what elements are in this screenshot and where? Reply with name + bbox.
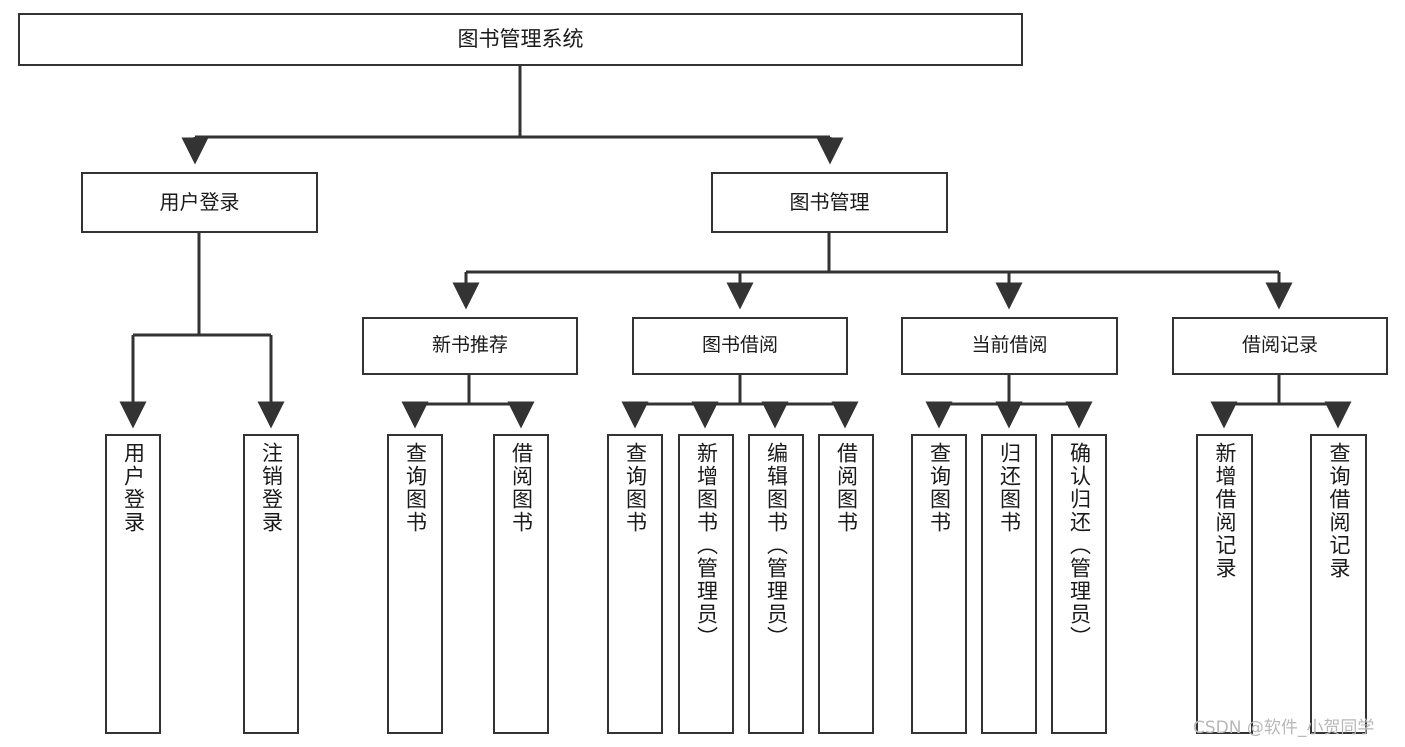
leaf-user-login-signout[interactable]: 注销登录: [243, 434, 299, 734]
node-current-borrow-label: 当前借阅: [971, 334, 1048, 357]
node-new-book-recommend[interactable]: 新书推荐: [362, 317, 578, 375]
node-book-borrow[interactable]: 图书借阅: [632, 317, 848, 375]
leaf-new-book-borrow-label: 借阅图书: [509, 442, 534, 534]
leaf-current-borrow-return[interactable]: 归还图书: [981, 434, 1037, 734]
leaf-book-borrow-add-label: 新增图书（管理员）: [694, 442, 719, 649]
node-borrow-record[interactable]: 借阅记录: [1172, 317, 1388, 375]
leaf-new-book-query-label: 查询图书: [403, 442, 428, 534]
leaf-user-login-signin-label: 用户登录: [121, 442, 146, 534]
leaf-new-book-borrow[interactable]: 借阅图书: [493, 434, 549, 734]
leaf-borrow-record-query[interactable]: 查询借阅记录: [1310, 434, 1367, 734]
node-user-login-label: 用户登录: [159, 190, 240, 215]
leaf-book-borrow-borrow-label: 借阅图书: [834, 442, 859, 534]
leaf-new-book-query[interactable]: 查询图书: [387, 434, 443, 734]
leaf-book-borrow-query-label: 查询图书: [623, 442, 648, 534]
node-borrow-record-label: 借阅记录: [1241, 334, 1318, 357]
node-book-management-label: 图书管理: [789, 190, 870, 215]
leaf-user-login-signin[interactable]: 用户登录: [105, 434, 161, 734]
leaf-book-borrow-edit-label: 编辑图书（管理员）: [764, 442, 789, 649]
leaf-borrow-record-add[interactable]: 新增借阅记录: [1196, 434, 1253, 734]
node-root-system[interactable]: 图书管理系统: [18, 13, 1023, 66]
leaf-current-borrow-confirm[interactable]: 确认归还（管理员）: [1051, 434, 1107, 734]
node-root-system-label: 图书管理系统: [457, 26, 584, 51]
leaf-book-borrow-query[interactable]: 查询图书: [607, 434, 663, 734]
leaf-book-borrow-borrow[interactable]: 借阅图书: [818, 434, 874, 734]
leaf-current-borrow-query[interactable]: 查询图书: [911, 434, 967, 734]
node-book-management[interactable]: 图书管理: [711, 172, 948, 233]
leaf-current-borrow-return-label: 归还图书: [997, 442, 1022, 534]
leaf-book-borrow-edit[interactable]: 编辑图书（管理员）: [748, 434, 804, 734]
leaf-borrow-record-add-label: 新增借阅记录: [1213, 442, 1237, 580]
leaf-book-borrow-add[interactable]: 新增图书（管理员）: [678, 434, 734, 734]
csdn-watermark: CSDN @软件_小贺同学: [1193, 718, 1375, 738]
node-user-login[interactable]: 用户登录: [81, 172, 318, 233]
node-new-book-recommend-label: 新书推荐: [431, 334, 508, 357]
leaf-borrow-record-query-label: 查询借阅记录: [1327, 442, 1351, 580]
leaf-current-borrow-query-label: 查询图书: [927, 442, 952, 534]
node-book-borrow-label: 图书借阅: [701, 334, 778, 357]
node-current-borrow[interactable]: 当前借阅: [901, 317, 1118, 375]
leaf-current-borrow-confirm-label: 确认归还（管理员）: [1067, 442, 1092, 649]
leaf-user-login-signout-label: 注销登录: [259, 442, 284, 534]
